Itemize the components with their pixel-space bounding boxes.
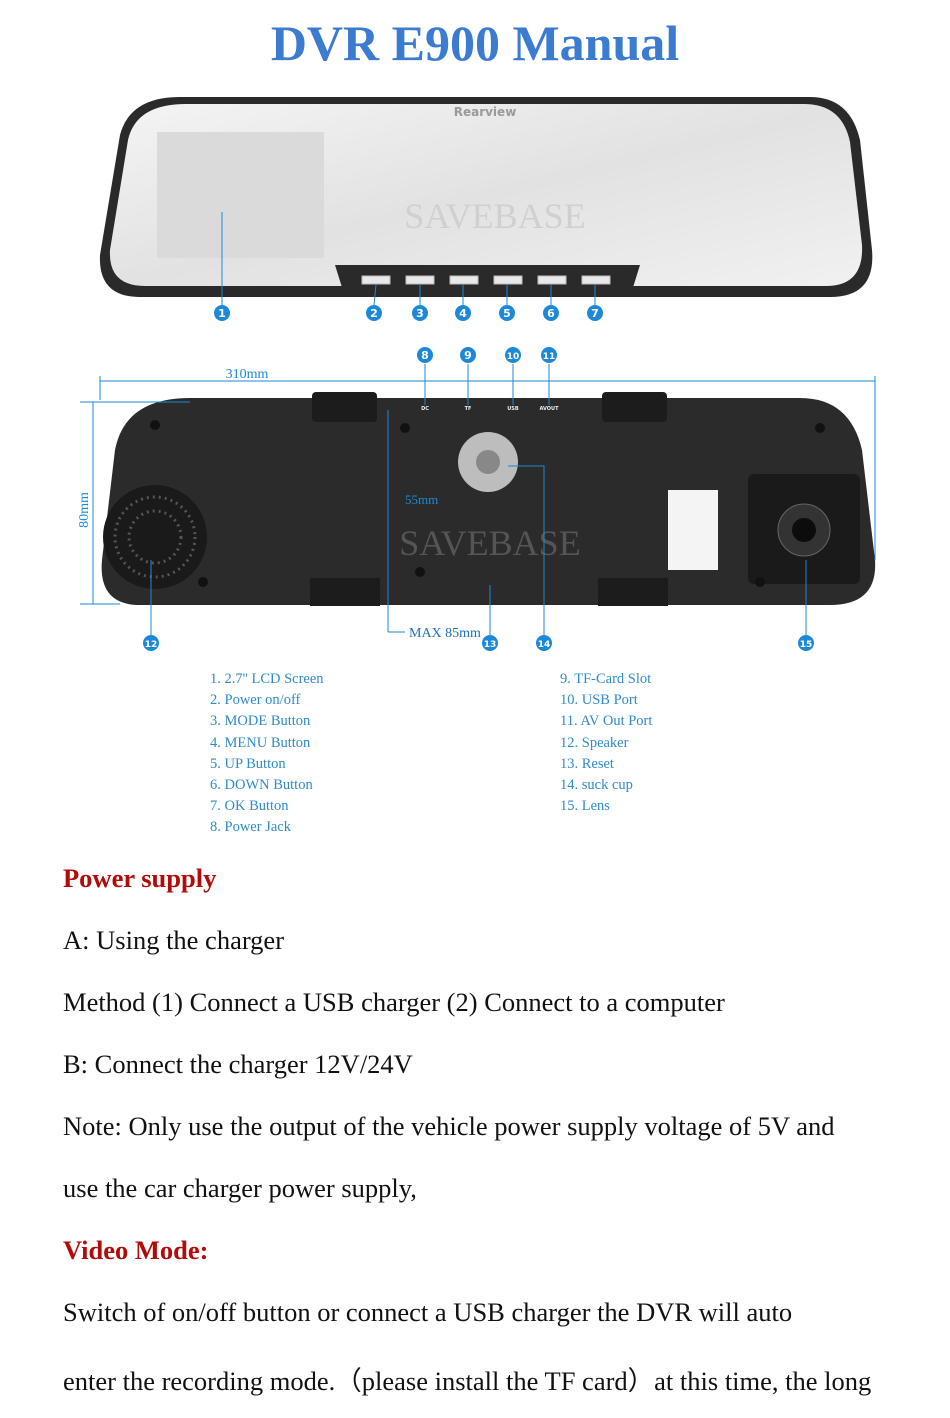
max-dimension: MAX 85mm	[409, 626, 481, 641]
part-item: 7. OK Button	[210, 798, 289, 815]
paragraph: A: Using the charger	[63, 925, 285, 955]
port-label-tf: TF	[465, 406, 472, 412]
part-item: 8. Power Jack	[210, 819, 291, 836]
callout-8: 8	[417, 347, 433, 363]
paragraph: enter the recording mode.（please install…	[63, 1366, 872, 1396]
part-item: 11. AV Out Port	[560, 713, 653, 730]
speaker-grille	[103, 485, 207, 589]
svg-text:15: 15	[800, 640, 813, 650]
mirror-front: Rearview SAVEBASE	[99, 97, 873, 306]
parts-list-right: 9. TF-Card Slot 10. USB Port 11. AV Out …	[560, 669, 652, 817]
video-mode-heading: Video Mode:	[63, 1235, 209, 1265]
width-dimension: 310mm	[226, 367, 269, 382]
svg-text:9: 9	[464, 349, 472, 362]
svg-text:12: 12	[145, 640, 158, 650]
mirror-back: SAVEBASE DC TF USB AVOUT 310mm 80mm 55mm…	[77, 364, 876, 641]
callout-1: 1	[214, 305, 230, 321]
paragraph: Switch of on/off button or connect a USB…	[63, 1297, 793, 1327]
part-item: 15. Lens	[560, 798, 610, 815]
svg-text:1: 1	[218, 307, 226, 320]
power-supply-heading: Power supply	[63, 863, 217, 893]
callout-11: 11	[541, 347, 557, 363]
watermark: SAVEBASE	[404, 196, 585, 236]
port-label-avout: AVOUT	[539, 406, 559, 412]
port-label-usb: USB	[507, 406, 519, 412]
height-dimension: 80mm	[77, 492, 92, 528]
svg-text:4: 4	[459, 307, 467, 320]
port-label-dc: DC	[421, 406, 429, 412]
svg-text:7: 7	[591, 307, 599, 320]
svg-text:13: 13	[484, 640, 497, 650]
depth-dimension: 55mm	[405, 492, 438, 507]
dvr-diagram: Rearview SAVEBASE SAVEBASE DC TF USB	[77, 97, 876, 651]
svg-text:5: 5	[503, 307, 511, 320]
callout-13: 13	[482, 635, 498, 651]
part-item: 3. MODE Button	[210, 713, 311, 730]
part-item: 9. TF-Card Slot	[560, 671, 652, 687]
svg-text:8: 8	[421, 349, 429, 362]
svg-text:SAVEBASE: SAVEBASE	[399, 523, 580, 563]
callout-2: 2	[366, 305, 382, 321]
callout-5: 5	[499, 305, 515, 321]
svg-text:14: 14	[538, 640, 551, 650]
parts-list-left: 1. 2.7'' LCD Screen 2. Power on/off 3. M…	[210, 669, 324, 839]
svg-text:2: 2	[370, 307, 378, 320]
part-item: 5. UP Button	[210, 755, 286, 772]
part-item: 1. 2.7'' LCD Screen	[210, 671, 324, 687]
callout-14: 14	[536, 635, 552, 651]
brand-text: Rearview	[454, 105, 517, 119]
part-item: 13. Reset	[560, 755, 614, 772]
paragraph: Method (1) Connect a USB charger (2) Con…	[63, 987, 725, 1017]
callout-4: 4	[455, 305, 471, 321]
callout-10: 10	[505, 347, 521, 363]
label-sticker	[668, 490, 718, 570]
part-item: 6. DOWN Button	[210, 777, 313, 794]
callout-15: 15	[798, 635, 814, 651]
part-item: 4. MENU Button	[210, 734, 311, 751]
svg-text:11: 11	[543, 352, 556, 362]
callout-9: 9	[460, 347, 476, 363]
part-item: 10. USB Port	[560, 692, 638, 709]
lcd-screen	[157, 132, 324, 258]
part-item: 2. Power on/off	[210, 692, 301, 709]
part-item: 12. Speaker	[560, 734, 629, 751]
callout-7: 7	[587, 305, 603, 321]
page-title: DVR E900 Manual	[270, 15, 680, 71]
part-item: 14. suck cup	[560, 777, 633, 794]
callout-12: 12	[143, 635, 159, 651]
callout-3: 3	[412, 305, 428, 321]
paragraph: B: Connect the charger 12V/24V	[63, 1049, 413, 1079]
svg-text:10: 10	[507, 352, 520, 362]
callout-6: 6	[543, 305, 559, 321]
svg-text:6: 6	[547, 307, 555, 320]
svg-text:3: 3	[416, 307, 424, 320]
paragraph: use the car charger power supply,	[63, 1173, 417, 1203]
paragraph: Note: Only use the output of the vehicle…	[63, 1111, 835, 1141]
